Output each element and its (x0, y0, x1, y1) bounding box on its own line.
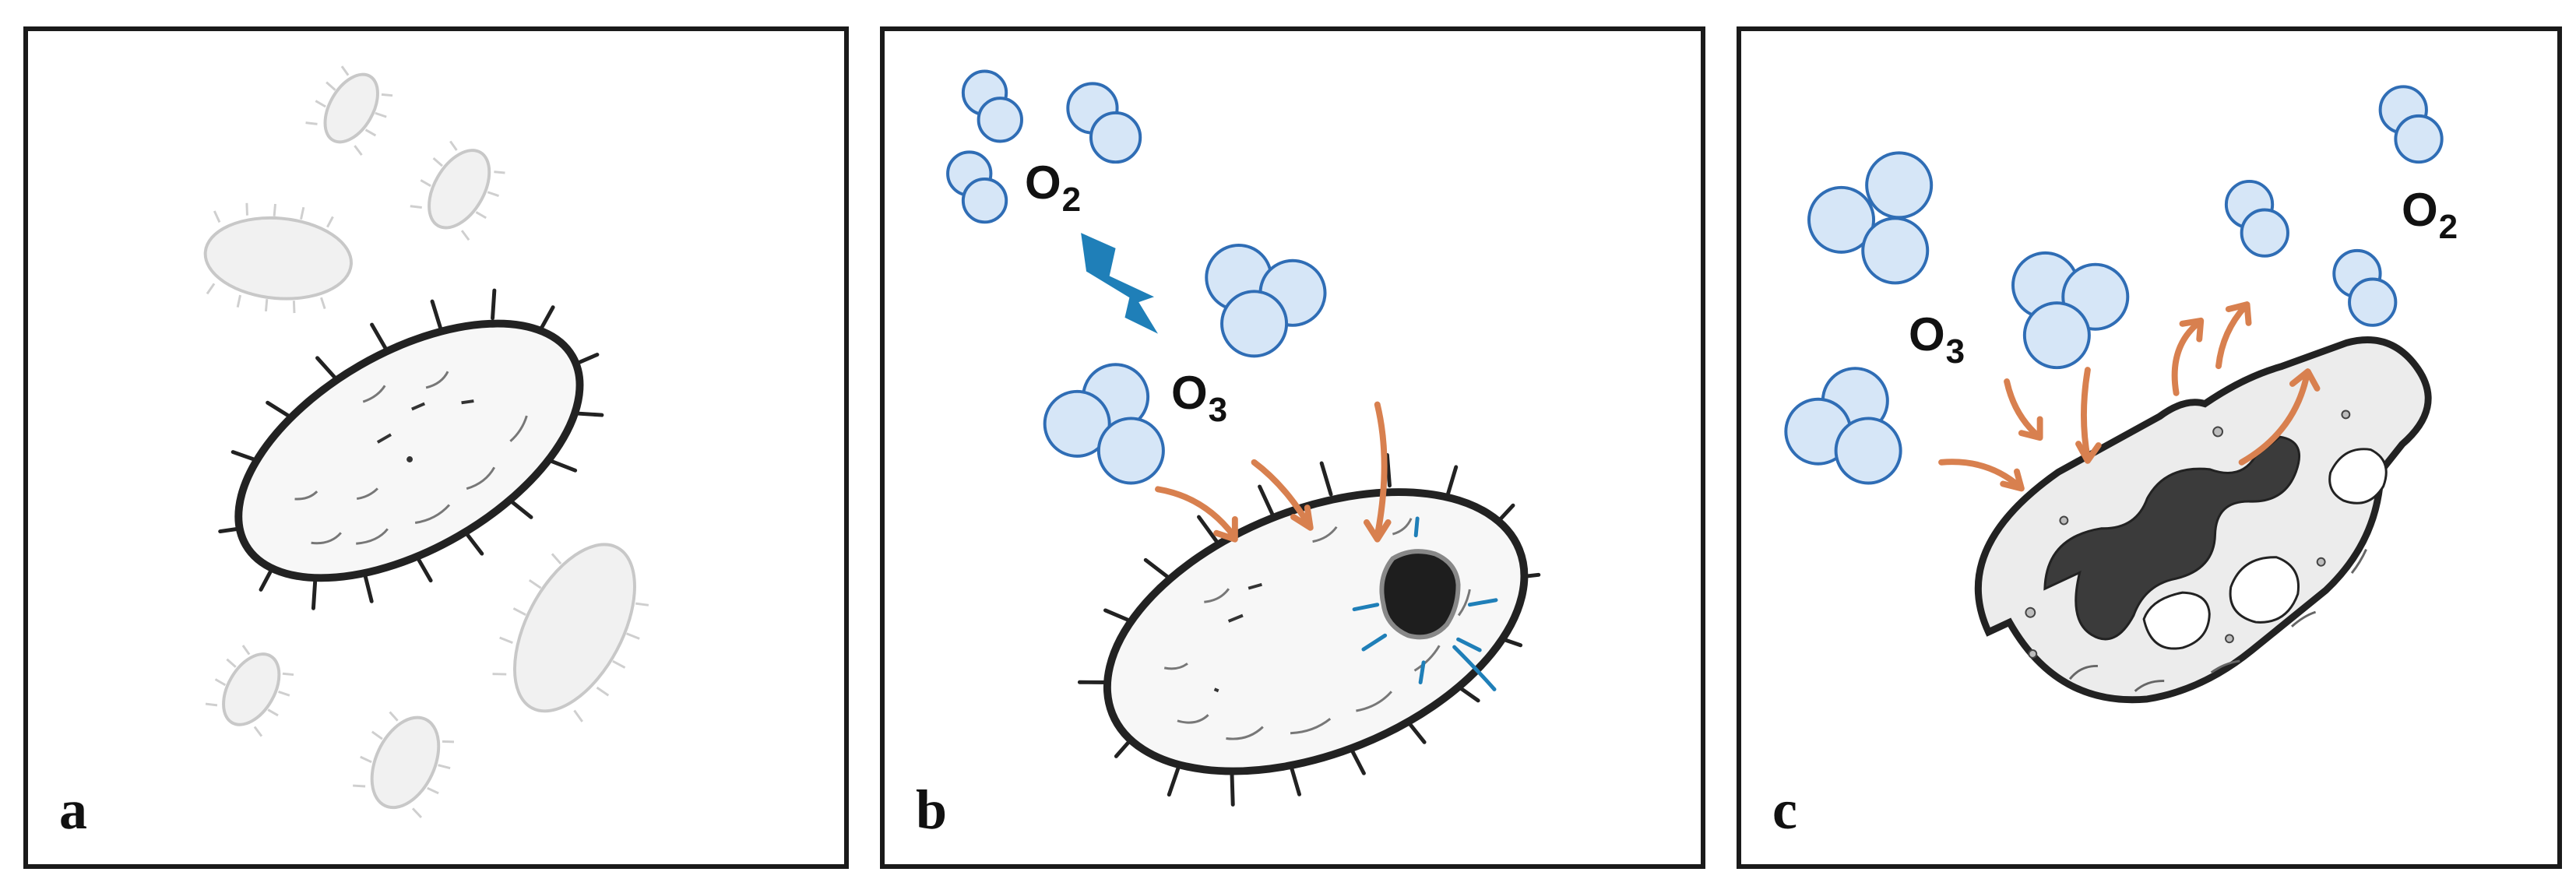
o2-molecule-3 (946, 150, 1008, 224)
o2-label-base: O (2402, 184, 2438, 236)
ozone-attack-arrows (1938, 367, 2102, 492)
o2-label-sub: 2 (2438, 208, 2458, 246)
ghost-bacterium-5 (205, 645, 294, 737)
panel-c-illustration (1784, 85, 2444, 704)
panel-b-illustration (946, 69, 1541, 807)
panel-a-illustration (203, 65, 649, 819)
panel-c: O3 O2 c (1737, 26, 2562, 869)
membrane-damage (1379, 549, 1461, 640)
ghost-bacterium-4 (492, 543, 649, 722)
o3-label-sub: 3 (1208, 391, 1228, 429)
ghost-bacteria (203, 65, 649, 819)
panel-b: O2 O3 b (880, 26, 1705, 869)
o2-molecule-1 (961, 69, 1023, 143)
o3-molecule-2 (2011, 251, 2130, 370)
o3-molecules (1043, 244, 1327, 485)
o3-molecule-1 (1807, 151, 1934, 285)
o2-label-sub: 2 (1061, 181, 1082, 219)
o2-molecule-3 (2332, 248, 2398, 327)
ghost-bacterium-1 (305, 65, 393, 156)
o2-molecule-2 (1066, 82, 1142, 164)
ghost-bacterium-6 (353, 711, 455, 819)
o3-label-base: O (1171, 367, 1208, 419)
panel-label-a: a (59, 779, 87, 841)
ruptured-bacterium (1975, 336, 2432, 704)
o3-molecule-3 (1784, 367, 1902, 485)
o3-molecule-2 (1043, 363, 1165, 485)
lightning-bolt-icon (1081, 233, 1158, 334)
o3-label: O3 (1171, 367, 1227, 427)
oxygen-release-arrows (2171, 301, 2321, 466)
o3-molecules (1784, 151, 2130, 485)
main-bacterium (218, 288, 604, 610)
ghost-bacterium-2 (410, 140, 505, 241)
o2-label-base: O (1025, 156, 1061, 209)
ghost-bacterium-3 (203, 202, 353, 314)
panel-label-b: b (916, 779, 948, 841)
o3-label-base: O (1909, 308, 1945, 360)
o2-molecules (2224, 85, 2444, 327)
panel-label-c: c (1772, 779, 1797, 841)
o2-molecules (946, 69, 1142, 224)
o2-molecule-2 (2224, 179, 2289, 258)
o2-molecule-1 (2378, 85, 2444, 164)
o2-label: O2 (1025, 160, 1081, 217)
o2-label: O2 (2402, 184, 2458, 244)
damage-burst-lines (1352, 516, 1498, 691)
o3-molecule-1 (1205, 244, 1327, 358)
ozone-attack-arrows (1155, 401, 1392, 543)
o3-label-sub: 3 (1945, 332, 1965, 371)
panel-a: a (23, 26, 849, 869)
o3-label: O3 (1909, 308, 1965, 369)
